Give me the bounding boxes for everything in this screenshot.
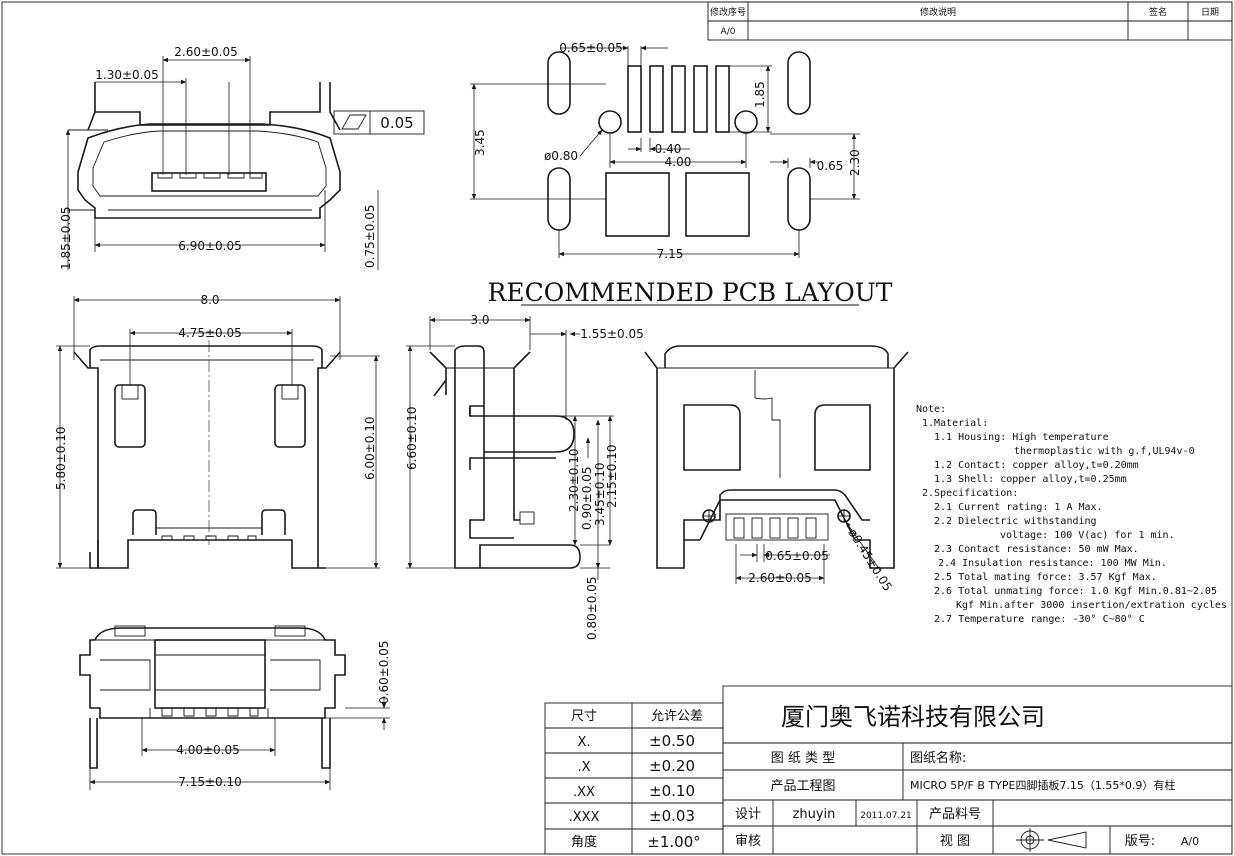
front-dim-top-width: 2.60±0.05 — [174, 45, 238, 59]
tb-view-label: 视 图 — [940, 834, 970, 849]
pcb-dim-hole: ø0.80 — [544, 149, 578, 163]
tol-row-4-val: ±1.00° — [647, 833, 700, 851]
bottom-dim-total: 7.15±0.10 — [178, 775, 242, 789]
tb-part-no-label: 产品料号 — [929, 807, 981, 822]
note-line-11: 2.4 Insulation resistance: 100 MW Min. — [938, 558, 1167, 569]
pcb-dim-slot-h: 2.30 — [848, 149, 862, 176]
side-dim-d2: 0.90±0.05 — [580, 467, 594, 531]
tb-drawing-name-value: MICRO 5P/F B TYPE四脚插板7.15（1.55*0.9）有柱 — [910, 778, 1175, 792]
front-dim-pin-pitch: 1.30±0.05 — [95, 68, 159, 82]
tb-designer: zhuyin — [793, 807, 836, 822]
note-line-10: 2.3 Contact resistance: 50 mW Max. — [934, 544, 1139, 555]
title-block: 厦门奥飞诺科技有限公司 图 纸 类 型 产品工程图 图纸名称: MICRO 5P… — [722, 685, 1233, 855]
pcb-dim-span: 4.00 — [665, 155, 692, 169]
rear-dim-hole: ø0.45±0.05 — [845, 526, 894, 593]
tb-review-label: 审核 — [735, 834, 761, 849]
note-line-8: 2.2 Dielectric withstanding — [934, 516, 1097, 527]
tb-company: 厦门奥飞诺科技有限公司 — [781, 703, 1045, 731]
side-view: 3.0 1.55±0.05 6.60±0.10 2.30±0.10 0.90±0… — [405, 313, 644, 640]
side-dim-top: 3.0 — [470, 313, 489, 327]
tol-row-4-key: 角度 — [571, 834, 597, 850]
tb-version-label: 版号: — [1125, 834, 1155, 849]
side-dim-d1: 2.30±0.10 — [567, 449, 581, 513]
rev-row-no: A/0 — [721, 27, 736, 37]
rear-dim-pitch: 0.65±0.05 — [765, 549, 829, 563]
top-view: 8.0 4.75±0.05 5.80±0.10 6.00±0.10 — [54, 293, 380, 569]
note-line-5: 1.3 Shell: copper alloy,t=0.25mm — [934, 474, 1127, 485]
bottom-dim-tail: 0.60±0.05 — [377, 641, 391, 705]
pcb-dim-total: 7.15 — [657, 247, 684, 261]
front-flatness: 0.05 — [380, 114, 413, 132]
pcb-dim-pad-len: 1.85 — [753, 81, 767, 108]
tol-row-1-val: ±0.20 — [649, 757, 695, 775]
rev-header-date: 日期 — [1201, 7, 1219, 18]
front-dim-right-height: 0.75±0.05 — [363, 205, 377, 269]
top-dim-left-h: 5.80±0.10 — [54, 427, 68, 491]
note-line-14: Kgf Min.after 3000 insertion/extration c… — [956, 600, 1227, 611]
pcb-layout-title: RECOMMENDED PCB LAYOUT — [488, 278, 893, 307]
note-line-9: voltage: 100 V(ac) for 1 min. — [1000, 530, 1175, 541]
tb-version-value: A/0 — [1181, 835, 1199, 848]
tolerance-table: 尺寸 允许公差 X. ±0.50 .X ±0.20 .XX ±0.10 .XXX… — [544, 702, 724, 855]
note-line-3: thermoplastic with g.f,UL94v-0 — [1014, 446, 1195, 457]
note-line-13: 2.6 Total unmating force: 1.0 Kgf Min.0.… — [934, 586, 1217, 597]
note-line-12: 2.5 Total mating force: 3.57 Kgf Max. — [934, 572, 1157, 583]
side-dim-d4: 2.15±0.10 — [605, 445, 619, 509]
tol-row-0-key: X. — [577, 735, 590, 750]
tol-row-3-val: ±0.03 — [649, 807, 695, 825]
side-dim-d5: 0.80±0.05 — [585, 577, 599, 641]
notes-block: Note: 1.Material: 1.1 Housing: High temp… — [916, 404, 1227, 625]
tol-row-2-key: .XX — [573, 785, 595, 800]
top-dim-right-h: 6.00±0.10 — [363, 417, 377, 481]
pcb-dim-slot-w: 0.65 — [817, 159, 844, 173]
rev-header-no: 修改序号 — [710, 6, 746, 18]
tol-header-tol: 允许公差 — [651, 708, 703, 724]
note-line-1: 1.Material: — [922, 418, 988, 429]
pcb-dim-pitch: 0.40 — [655, 142, 682, 156]
bottom-view: 4.00±0.05 7.15±0.10 0.60±0.05 — [79, 625, 391, 790]
tb-drawing-type-label: 图 纸 类 型 — [771, 751, 835, 766]
note-line-7: 2.1 Current rating: 1 A Max. — [934, 502, 1103, 513]
note-line-6: 2.Specification: — [922, 488, 1018, 499]
pcb-dim-height: 3.45 — [473, 129, 487, 156]
top-dim-inner: 4.75±0.05 — [178, 326, 242, 340]
front-dim-left-height: 1.85±0.05 — [59, 207, 73, 271]
side-dim-d3: 3.45±0.10 — [593, 463, 607, 527]
projection-symbol-icon — [1016, 828, 1087, 852]
front-view: 2.60±0.05 1.30±0.05 0.05 6.90±0.05 1.85±… — [59, 45, 425, 271]
tol-row-3-key: .XXX — [569, 810, 600, 825]
revision-table: 修改序号 修改说明 签名 日期 A/0 — [707, 1, 1233, 41]
note-line-15: 2.7 Temperature range: -30° C~80° C — [934, 614, 1145, 625]
tol-row-2-val: ±0.10 — [649, 782, 695, 800]
note-line-2: 1.1 Housing: High temperature — [934, 432, 1109, 443]
rev-header-sign: 签名 — [1149, 6, 1167, 18]
tb-drawing-name-label: 图纸名称: — [910, 750, 966, 766]
bottom-dim-inner: 4.00±0.05 — [176, 743, 240, 757]
rev-header-desc: 修改说明 — [920, 6, 956, 18]
rear-view: 0.65±0.05 2.60±0.05 ø0.45±0.05 — [644, 345, 909, 594]
tol-row-1-key: .X — [577, 760, 590, 775]
tb-drawing-type-value: 产品工程图 — [770, 779, 835, 794]
tol-row-0-val: ±0.50 — [649, 732, 695, 750]
note-line-4: 1.2 Contact: copper alloy,t=0.20mm — [934, 460, 1139, 471]
side-dim-plate: 1.55±0.05 — [580, 327, 644, 341]
pcb-dim-pad-width: 0.65±0.05 — [559, 41, 623, 55]
pcb-layout-view: 0.65±0.05 0.40 4.00 3.45 ø0.80 1.85 0.65… — [470, 41, 862, 261]
front-dim-body-width: 6.90±0.05 — [178, 239, 242, 253]
note-line-0: Note: — [916, 404, 946, 415]
tb-date: 2011.07.21 — [860, 811, 912, 821]
tol-header-size: 尺寸 — [571, 709, 597, 724]
tb-design-label: 设计 — [735, 807, 761, 822]
top-dim-width: 8.0 — [200, 293, 219, 307]
side-dim-height: 6.60±0.10 — [405, 407, 419, 471]
rear-dim-span: 2.60±0.05 — [748, 571, 812, 585]
